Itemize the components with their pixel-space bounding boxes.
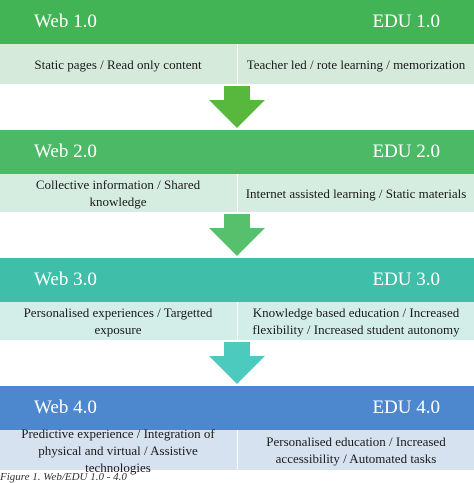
arrow-2-to-3 [0, 214, 474, 256]
arrow-1-to-2 [0, 86, 474, 128]
figure-caption: Figure 1. Web/EDU 1.0 - 4.0 [0, 471, 127, 483]
stage-1-header: Web 1.0 EDU 1.0 [0, 0, 474, 44]
stage-4-header: Web 4.0 EDU 4.0 [0, 386, 474, 430]
stage-1-details: Static pages / Read only content Teacher… [0, 44, 474, 84]
web-2-label: Web 2.0 [34, 141, 97, 162]
edu-2-description: Internet assisted learning / Static mate… [237, 174, 474, 212]
web-3-label: Web 3.0 [34, 269, 97, 290]
edu-3-label: EDU 3.0 [372, 269, 440, 290]
web-1-description: Static pages / Read only content [34, 56, 202, 72]
arrow-3-to-4 [0, 342, 474, 384]
edu-2-label: EDU 2.0 [372, 141, 440, 162]
web-1-label: Web 1.0 [34, 11, 97, 32]
arrow-down-icon [209, 214, 265, 256]
web-3-description: Personalised experiences / Targetted exp… [23, 305, 213, 337]
stage-3-header: Web 3.0 EDU 3.0 [0, 258, 474, 302]
edu-4-description: Personalised education / Increased acces… [237, 430, 474, 470]
web-4-description: Predictive experience / Integration of p… [21, 425, 215, 475]
stage-2-header: Web 2.0 EDU 2.0 [0, 130, 474, 174]
arrow-down-icon [209, 86, 265, 128]
web-4-label: Web 4.0 [34, 397, 97, 418]
edu-1-description: Teacher led / rote learning / memorizati… [237, 44, 474, 84]
edu-4-label: EDU 4.0 [372, 397, 440, 418]
stage-3-details: Personalised experiences / Targetted exp… [0, 302, 474, 340]
web-2-description: Collective information / Shared knowledg… [35, 177, 201, 209]
arrow-down-icon [209, 342, 265, 384]
edu-3-description: Knowledge based education / Increased fl… [237, 302, 474, 340]
stage-2-details: Collective information / Shared knowledg… [0, 174, 474, 212]
stage-4-details: Predictive experience / Integration of p… [0, 425, 474, 475]
edu-1-label: EDU 1.0 [372, 11, 440, 32]
